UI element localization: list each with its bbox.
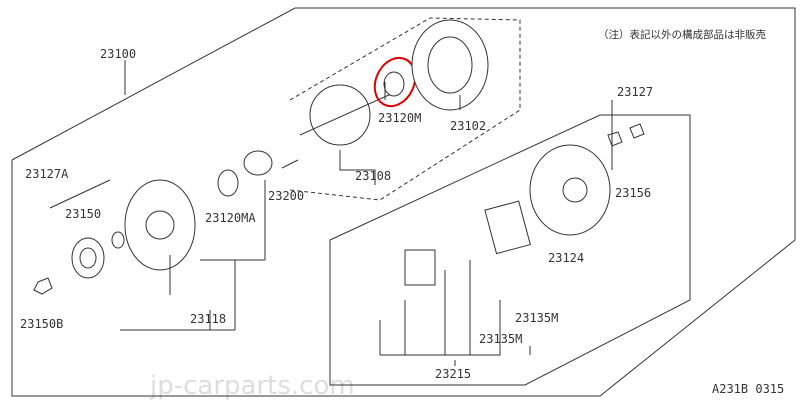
pulley-nut <box>33 277 53 295</box>
rotor <box>299 84 401 146</box>
label-23120MA: 23120MA <box>205 211 256 225</box>
leader-lines <box>120 60 613 366</box>
label-23135M-a: 23135M <box>515 311 558 325</box>
through-bolt <box>49 179 111 209</box>
rotor-group-frame <box>289 17 521 201</box>
rear-nut-2 <box>629 123 645 139</box>
label-23215: 23215 <box>435 367 471 381</box>
label-23118: 23118 <box>190 312 226 326</box>
regulator <box>404 249 436 286</box>
label-23150B: 23150B <box>20 317 63 331</box>
diagram-code: A231B 0315 <box>712 382 784 396</box>
watermark: jp-carparts.com <box>149 371 355 400</box>
front-housing <box>124 179 196 271</box>
sales-note: （注）表記以外の構成部品は非販売 <box>598 28 766 41</box>
spacer <box>111 231 125 249</box>
label-23102: 23102 <box>450 119 486 133</box>
front-bearing <box>217 169 239 197</box>
label-23135M-b: 23135M <box>479 332 522 346</box>
rear-housing <box>529 144 611 236</box>
label-23108: 23108 <box>355 169 391 183</box>
rear-group-frame <box>329 114 691 386</box>
retainer-plate <box>243 150 273 176</box>
label-23156: 23156 <box>615 186 651 200</box>
rear-nut <box>607 131 623 147</box>
rear-bearing <box>383 71 405 97</box>
label-23127A: 23127A <box>25 167 69 181</box>
highlight-circle <box>373 56 417 108</box>
pulley <box>71 237 105 279</box>
assembly-frame <box>11 7 796 397</box>
label-23100: 23100 <box>100 47 136 61</box>
diode-assembly <box>484 200 531 255</box>
label-23120M: 23120M <box>378 111 421 125</box>
label-23127: 23127 <box>617 85 653 99</box>
label-23200: 23200 <box>268 189 304 203</box>
stator <box>411 19 489 111</box>
label-23124: 23124 <box>548 251 584 265</box>
screw <box>281 159 299 169</box>
label-23150: 23150 <box>65 207 101 221</box>
